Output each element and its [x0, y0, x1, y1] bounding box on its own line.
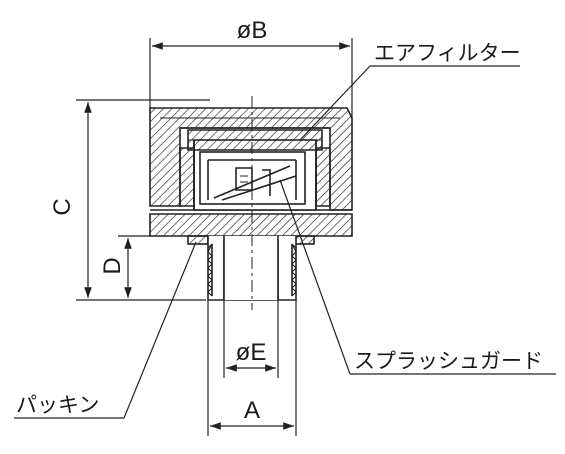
air-filter-label: エアフィルター: [374, 42, 521, 65]
packing-label: パッキン: [16, 394, 99, 417]
packing-ring-right: [293, 235, 315, 245]
dim-a-label: A: [244, 397, 260, 424]
dim-d-label: D: [99, 257, 126, 274]
packing-ring-left: [187, 235, 209, 245]
dim-b-label: øB: [237, 17, 268, 44]
base-flange: [149, 213, 353, 237]
dim-c-label: C: [49, 198, 76, 215]
dim-e-label: øE: [236, 339, 267, 366]
splash-guard-label: スプラッシュガード: [354, 350, 543, 373]
